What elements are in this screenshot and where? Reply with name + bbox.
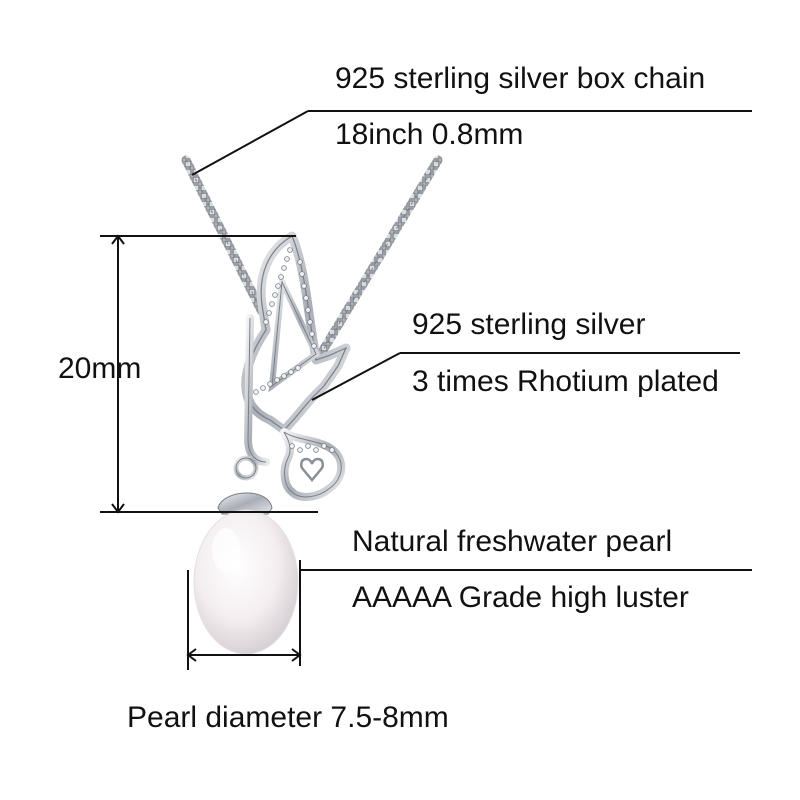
pearl-diameter-label: Pearl diameter 7.5-8mm: [127, 701, 449, 734]
gem-dot: [295, 365, 301, 371]
pearl: [193, 509, 299, 655]
gem-dot: [309, 331, 315, 337]
gem-dot: [299, 271, 305, 277]
gem-dot: [287, 247, 293, 253]
height-label: 20mm: [58, 352, 142, 385]
gem-dot: [281, 373, 287, 379]
gem-dot: [297, 259, 303, 265]
chain-material-label: 925 sterling silver box chain: [335, 62, 706, 95]
gem-dot: [275, 283, 281, 289]
gem-dot: [297, 447, 303, 453]
diameter-dimension: [186, 570, 302, 670]
gem-dot: [305, 307, 311, 313]
gem-dot: [260, 385, 266, 391]
pendant-plating-label: 3 times Rhotium plated: [412, 365, 719, 398]
gem-dot: [284, 256, 290, 262]
gem-dot: [321, 443, 327, 449]
gem-dot: [266, 310, 272, 316]
gem-dot: [272, 292, 278, 298]
gem-dot: [303, 295, 309, 301]
gem-dots: [253, 247, 335, 453]
gem-dot: [305, 443, 311, 449]
chain-size-label: 18inch 0.8mm: [335, 118, 524, 151]
gem-dot: [311, 343, 317, 349]
callout-pearl: [299, 560, 752, 666]
gem-dot: [269, 301, 275, 307]
gem-dot: [267, 381, 273, 387]
gem-dot: [288, 369, 294, 375]
gem-dot: [263, 319, 269, 325]
gem-dot: [329, 447, 335, 453]
gem-dot: [301, 283, 307, 289]
callout-pendant: [311, 352, 740, 401]
height-dimension: [100, 234, 318, 514]
gem-dot: [274, 377, 280, 383]
pearl-grade-label: AAAAA Grade high luster: [352, 581, 689, 614]
butterfly-pendant: [217, 231, 351, 515]
pendant-material-label: 925 sterling silver: [412, 308, 646, 341]
gem-dot: [281, 265, 287, 271]
gem-dot: [253, 389, 259, 395]
gem-dot: [313, 447, 319, 453]
gem-dot: [307, 319, 313, 325]
callout-chain: [191, 110, 752, 176]
pearl-type-label: Natural freshwater pearl: [352, 525, 673, 558]
gem-dot: [289, 443, 295, 449]
gem-dot: [278, 274, 284, 280]
